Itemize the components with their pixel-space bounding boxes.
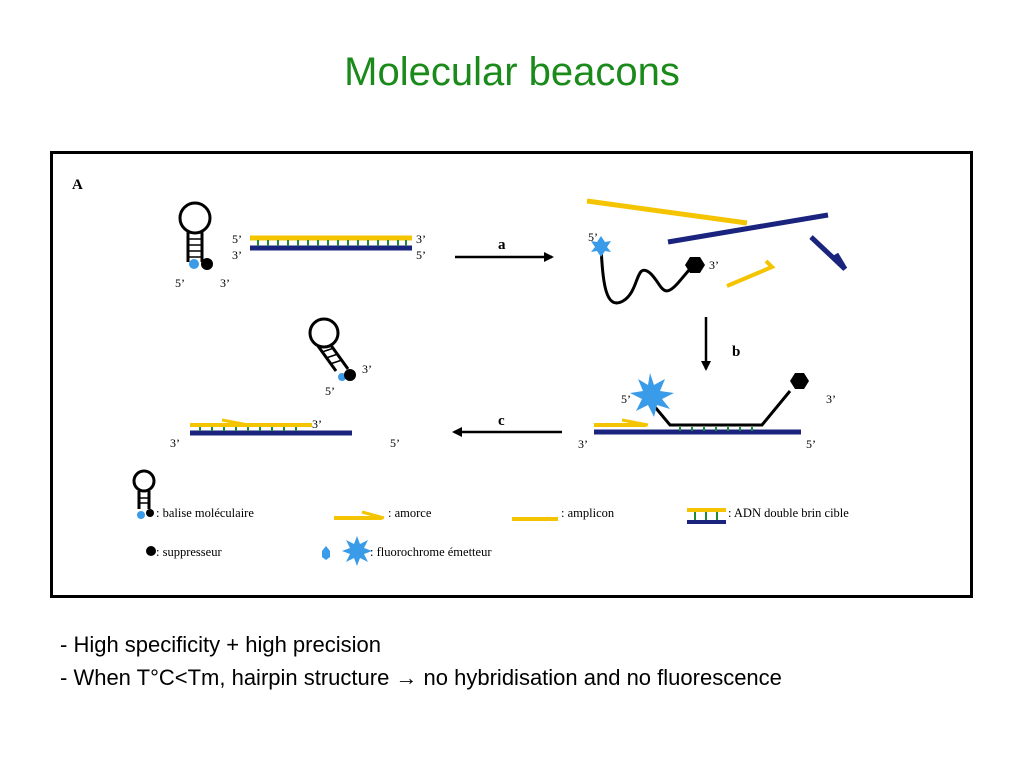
legend-fluorophore-label: : fluorochrome émetteur bbox=[370, 545, 492, 559]
label-5prime: 5’ bbox=[175, 276, 185, 290]
bullet-item: - High specificity + high precision bbox=[60, 632, 381, 657]
page-title: Molecular beacons bbox=[344, 50, 680, 94]
quencher-hex bbox=[790, 373, 809, 389]
label-5prime: 5’ bbox=[325, 384, 335, 398]
legend: : balise moléculaire : amorce : amplicon… bbox=[132, 469, 849, 566]
legend-quencher-icon bbox=[146, 546, 156, 556]
primer-blue bbox=[809, 235, 848, 271]
legend-target-icon bbox=[687, 508, 726, 524]
legend-target-label: : ADN double brin cible bbox=[728, 506, 849, 520]
label-5prime: 5’ bbox=[588, 230, 598, 244]
label-3prime: 3’ bbox=[362, 362, 372, 376]
closed-beacon-1 bbox=[178, 201, 213, 270]
label-3prime: 3’ bbox=[170, 436, 180, 450]
legend-primer-icon bbox=[334, 510, 385, 520]
arrow-a-label: a bbox=[498, 237, 506, 253]
legend-fluorophore-star bbox=[342, 536, 372, 566]
label-5prime: 5’ bbox=[806, 437, 816, 451]
hybridised-complex bbox=[594, 373, 809, 435]
quencher-hex bbox=[685, 257, 705, 273]
bullet-item: - When T°C<Tm, hairpin structure → no hy… bbox=[60, 665, 782, 690]
legend-fluorophore-hex bbox=[322, 546, 330, 560]
arrow-c-label: c bbox=[498, 413, 505, 429]
label-3prime: 3’ bbox=[220, 276, 230, 290]
label-3prime: 3’ bbox=[416, 232, 426, 246]
beacon-hybridised bbox=[648, 390, 792, 427]
bullet-list: - High specificity + high precision - Wh… bbox=[60, 628, 782, 694]
legend-beacon-icon bbox=[132, 469, 156, 519]
legend-amplicon-label: : amplicon bbox=[561, 506, 615, 520]
label-3prime: 3’ bbox=[826, 392, 836, 406]
open-beacon bbox=[591, 236, 705, 305]
legend-primer-label: : amorce bbox=[388, 506, 432, 520]
legend-beacon-label: : balise moléculaire bbox=[156, 506, 254, 520]
closed-beacon-2 bbox=[308, 317, 356, 381]
quencher-dot bbox=[344, 369, 356, 381]
label-3prime: 3’ bbox=[709, 258, 719, 272]
label-3prime: 3’ bbox=[312, 417, 322, 431]
label-5prime: 5’ bbox=[621, 392, 631, 406]
fluorophore-star bbox=[591, 236, 611, 257]
label-5prime: 5’ bbox=[232, 232, 242, 246]
label-5prime: 5’ bbox=[416, 248, 426, 262]
target-dsdna-1 bbox=[250, 235, 412, 251]
fluorophore-star-emitting bbox=[630, 373, 674, 417]
extended-dsdna bbox=[190, 418, 352, 436]
fluorophore-dot bbox=[189, 259, 199, 269]
diagram-panel: A 5’ 3’ 5’ 3’ 3’ 5’ a bbox=[50, 151, 973, 598]
label-3prime: 3’ bbox=[578, 437, 588, 451]
panel-label: A bbox=[72, 177, 83, 193]
label-3prime: 3’ bbox=[232, 248, 242, 262]
arrow-b-label: b bbox=[732, 344, 740, 360]
amplicon-strand bbox=[586, 198, 748, 226]
denatured-strands bbox=[586, 198, 848, 288]
quencher-dot bbox=[201, 258, 213, 270]
primer-yellow bbox=[726, 259, 776, 288]
figure-frame bbox=[50, 151, 973, 598]
legend-quencher-label: : suppresseur bbox=[156, 545, 222, 559]
target-strand bbox=[667, 212, 829, 245]
label-5prime: 5’ bbox=[390, 436, 400, 450]
molecular-beacon-diagram: A 5’ 3’ 5’ 3’ 3’ 5’ a bbox=[50, 151, 973, 598]
